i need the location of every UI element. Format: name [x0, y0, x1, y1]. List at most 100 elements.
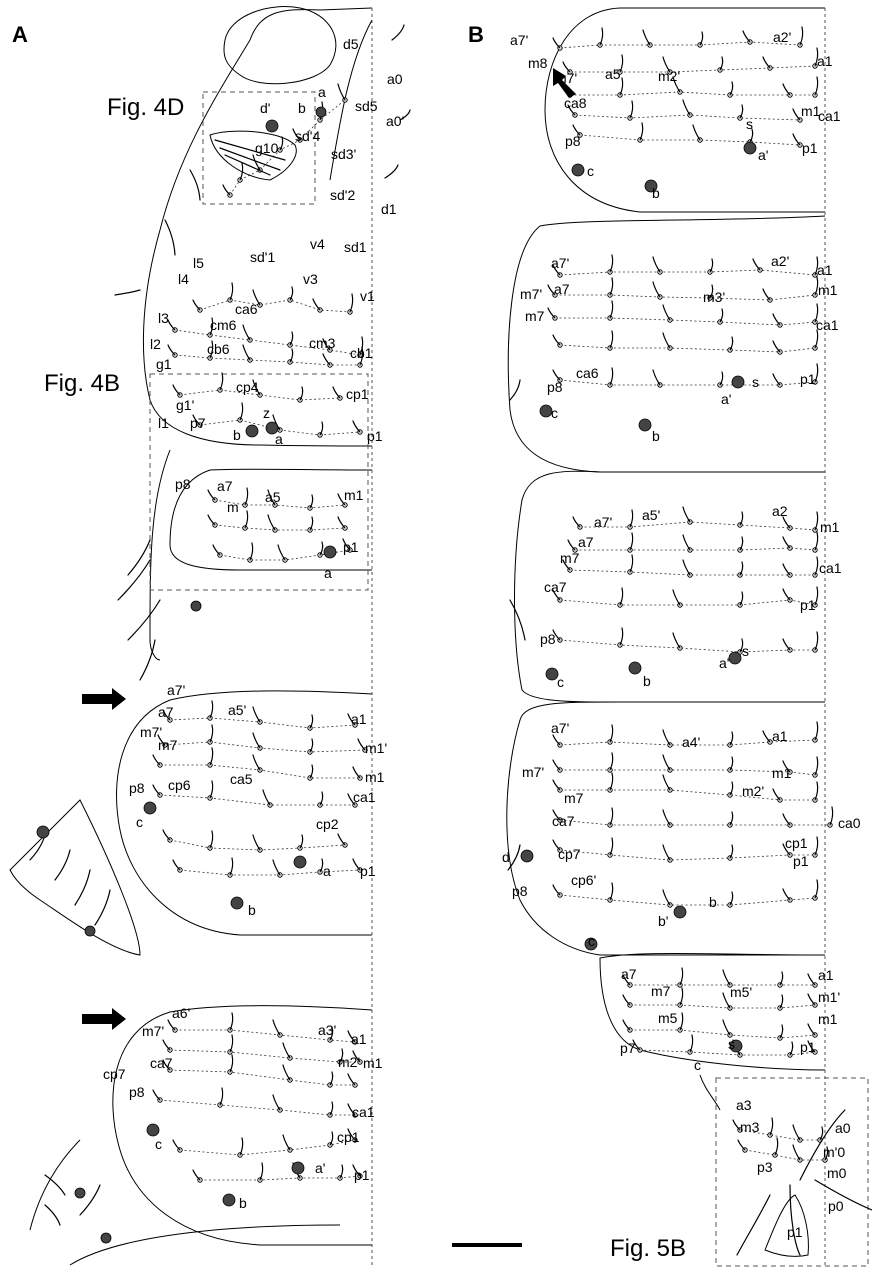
seta-label: z	[263, 405, 270, 421]
seta	[814, 511, 819, 531]
seta	[749, 128, 754, 143]
seta	[272, 414, 281, 431]
seta	[739, 104, 744, 119]
seta	[352, 766, 361, 779]
seta	[672, 632, 681, 649]
seta-label: m7'	[522, 764, 544, 780]
seta-label: m0	[827, 1165, 847, 1181]
macroseta	[139, 639, 156, 681]
seta	[722, 1019, 731, 1036]
macroseta	[391, 24, 405, 41]
seta	[662, 889, 671, 906]
seta	[632, 1039, 641, 1051]
seta-label: cp7	[103, 1066, 126, 1082]
seta	[289, 348, 294, 363]
panel-a-outlines	[9, 6, 373, 1266]
seta	[272, 859, 281, 876]
seta-label: p1	[793, 853, 809, 869]
seta-label: a7	[554, 281, 570, 297]
seta-label: a7	[578, 534, 594, 550]
panel-label-a: A	[12, 22, 28, 47]
seta	[244, 487, 249, 506]
seta	[252, 154, 261, 171]
seta	[814, 47, 819, 67]
seta	[672, 589, 681, 606]
seta	[807, 1023, 816, 1036]
seta-label: cp1	[785, 835, 808, 851]
seta	[209, 317, 214, 336]
seta	[239, 402, 244, 421]
seta	[792, 108, 801, 121]
seta-label: a7	[621, 966, 637, 982]
macroseta	[79, 1184, 101, 1216]
macroseta	[384, 164, 399, 179]
seta-label: a0'	[386, 113, 404, 129]
seta-label: m1'	[365, 740, 387, 756]
seta-label: cp1	[337, 1129, 360, 1145]
seta	[662, 56, 671, 73]
seta-label: p7	[190, 415, 206, 431]
seta-label: b	[298, 100, 306, 116]
seta	[682, 99, 691, 116]
seta	[152, 1089, 161, 1101]
seta-label: p1	[800, 597, 816, 613]
seta	[167, 1019, 176, 1031]
seta-label: b	[233, 427, 241, 443]
seta	[729, 811, 734, 826]
seta	[209, 830, 214, 849]
seta	[192, 1169, 201, 1181]
seta	[347, 1073, 356, 1086]
panel-b-outlines	[506, 7, 869, 1267]
seta	[699, 31, 704, 46]
seta	[762, 730, 771, 743]
seta	[282, 1134, 291, 1151]
seta-label: ca5	[230, 771, 253, 787]
seta	[742, 30, 751, 43]
seta	[572, 124, 581, 136]
seta	[609, 882, 614, 901]
seta	[814, 586, 819, 606]
seta-label: ca6	[576, 365, 599, 381]
macroseta	[54, 849, 71, 881]
seta	[814, 276, 819, 296]
seta	[739, 536, 744, 551]
seta-label: m3'	[703, 289, 725, 305]
seta-label: m7	[651, 983, 671, 999]
seta-label: p8	[565, 133, 581, 149]
seta	[772, 373, 781, 386]
seta-label: a7'	[594, 514, 612, 530]
seta-label: a'	[719, 655, 729, 671]
seta	[572, 516, 581, 528]
seta	[292, 128, 301, 141]
seta	[562, 61, 571, 73]
seta	[259, 1162, 264, 1181]
seta	[252, 289, 261, 306]
seta-label: b	[643, 673, 651, 689]
seta	[792, 133, 801, 146]
seta	[662, 754, 671, 771]
seta-label: p1	[802, 140, 818, 156]
special-features	[82, 68, 872, 1257]
seta	[347, 1030, 356, 1043]
seta-label: v1	[360, 288, 375, 304]
seta-label: a5	[605, 66, 621, 82]
seta	[309, 764, 314, 779]
seta	[619, 77, 624, 96]
seta	[552, 264, 561, 276]
seta	[679, 967, 684, 986]
seta-label: m2'	[658, 68, 680, 84]
seta-label: s	[746, 116, 753, 132]
seta	[789, 1041, 794, 1056]
seta-label: l5	[193, 255, 204, 271]
seta	[349, 293, 354, 313]
seta	[752, 258, 761, 271]
seta	[312, 298, 321, 311]
seta-label: a	[323, 863, 331, 879]
callout-fig-4b: Fig. 4B	[44, 370, 121, 397]
seta-label: m7'	[140, 724, 162, 740]
seta-label: cm3	[309, 335, 336, 351]
seta	[249, 542, 254, 561]
seta	[662, 844, 671, 861]
seta	[239, 162, 244, 181]
seta-label: ca8	[564, 95, 587, 111]
